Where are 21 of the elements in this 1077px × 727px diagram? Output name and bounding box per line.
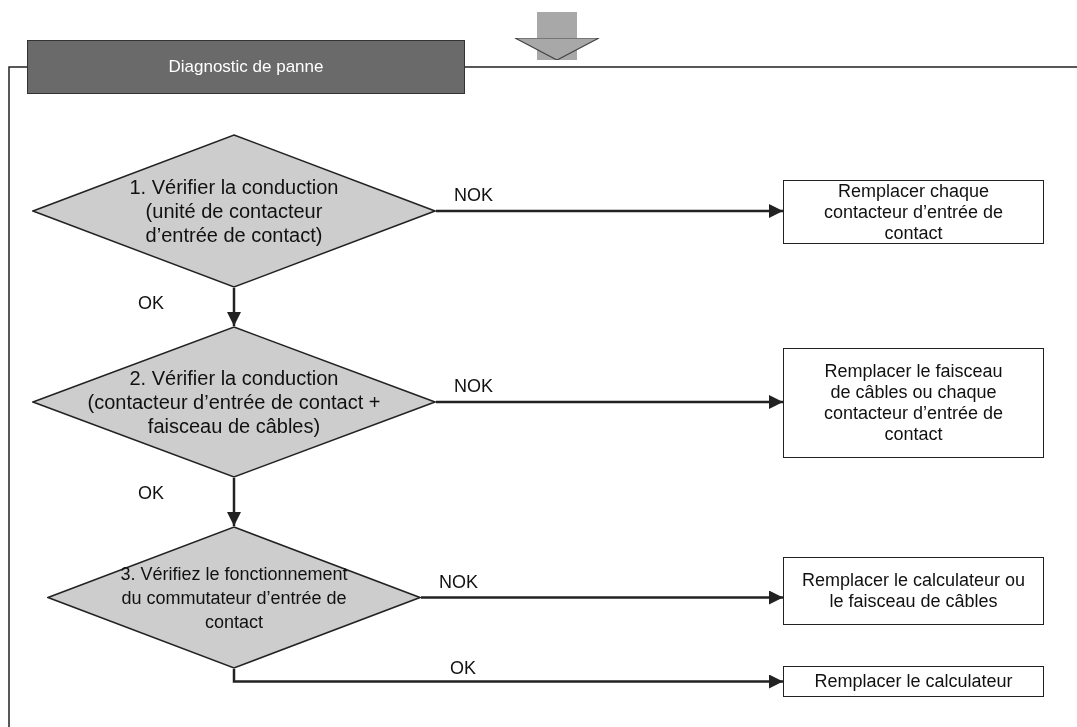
process-box: Remplacer chaque contacteur d’entrée de contact xyxy=(783,180,1044,244)
arrow xyxy=(436,395,783,409)
edge-label: OK xyxy=(138,293,164,314)
edge-label: NOK xyxy=(454,376,493,397)
block-arrow xyxy=(514,12,600,61)
decision-text: 1. Vérifier la conduction (unité de contacteur d’entrée de contact) xyxy=(128,175,340,247)
edge-label: NOK xyxy=(439,571,478,593)
arrow xyxy=(227,288,241,326)
process-box: Remplacer le calculateur xyxy=(783,666,1044,697)
process-box: Remplacer le faisceau de câbles ou chaque contacteur d’entrée de contact xyxy=(783,348,1044,458)
process-box: Remplacer le calculateur ou le faisceau de câbles xyxy=(783,557,1044,625)
decision-text: 2. Vérifier la conduction (contacteur d’entrée de contact + faisceau de câbles) xyxy=(86,366,382,438)
decision-text: 3. Vérifiez le fonctionnement du commutateur d’entrée de contact xyxy=(119,562,349,634)
arrow xyxy=(227,478,241,526)
arrow xyxy=(436,204,783,218)
section-header: Diagnostic de panne xyxy=(27,40,465,94)
edge-label: OK xyxy=(138,483,164,504)
arrow xyxy=(232,669,783,689)
edge-label: OK xyxy=(450,657,476,679)
edge-label: NOK xyxy=(454,185,493,206)
arrow xyxy=(421,590,783,605)
